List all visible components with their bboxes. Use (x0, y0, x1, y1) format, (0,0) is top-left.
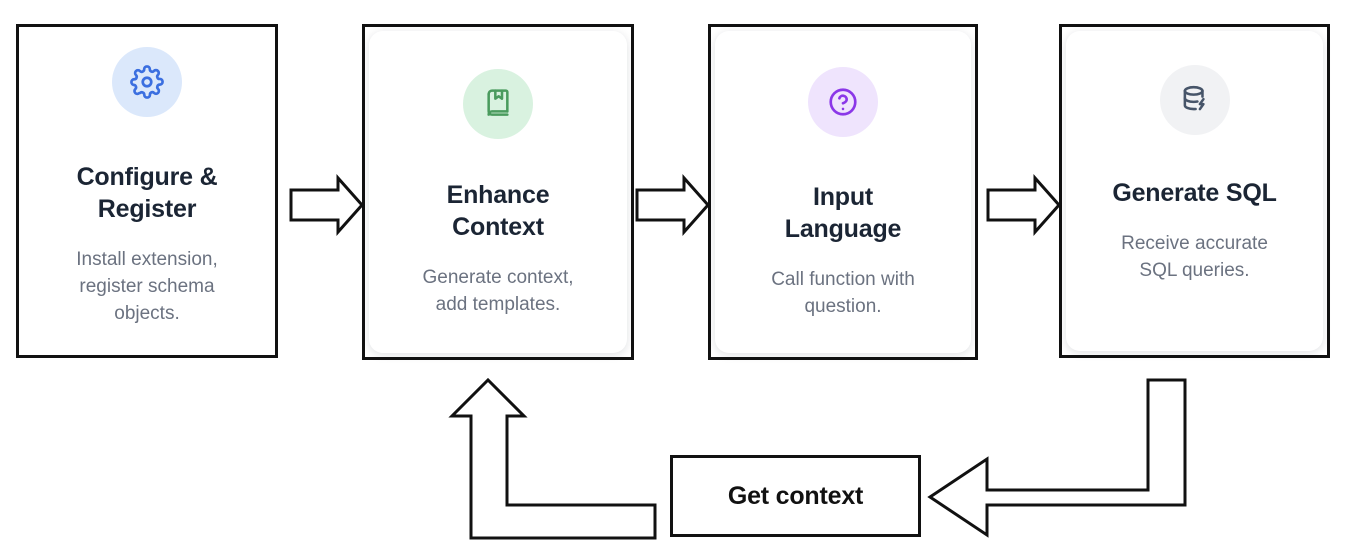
step-card-generate-sql[interactable]: Generate SQL Receive accurate SQL querie… (1059, 24, 1330, 358)
question-circle-icon-badge (808, 67, 878, 137)
step-card-enhance-context[interactable]: Enhance Context Generate context, add te… (362, 24, 634, 360)
step-description: Call function with question. (771, 269, 915, 317)
arrow-left-elbow-icon (927, 378, 1187, 538)
step-description: Install extension, register schema objec… (76, 249, 218, 324)
database-bolt-icon (1183, 85, 1205, 111)
gear-icon-badge (112, 47, 182, 117)
question-circle-icon (829, 88, 857, 116)
step-title: Input Language (784, 183, 902, 243)
database-bolt-icon-badge (1159, 65, 1230, 135)
arrow-right-icon-3 (986, 174, 1062, 236)
gear-icon (130, 65, 164, 99)
step-description: Generate context, add templates. (422, 267, 574, 315)
book-bookmark-icon (487, 89, 509, 116)
step-description: Receive accurate SQL queries. (1121, 233, 1268, 281)
get-context-box[interactable]: Get context (670, 455, 921, 537)
get-context-label: Get context (727, 481, 864, 510)
arrow-up-elbow-icon (448, 377, 657, 540)
book-bookmark-icon-badge (463, 69, 533, 139)
step-title: Enhance Context (446, 181, 550, 241)
step-title: Generate SQL (1112, 179, 1277, 207)
step-card-configure-register[interactable]: Configure & Register Install extension, … (16, 24, 278, 358)
step-title: Configure & Register (76, 163, 218, 223)
arrow-right-icon-2 (635, 174, 711, 236)
step-card-input-language[interactable]: Input Language Call function with questi… (708, 24, 978, 360)
arrow-right-icon-1 (289, 174, 365, 236)
